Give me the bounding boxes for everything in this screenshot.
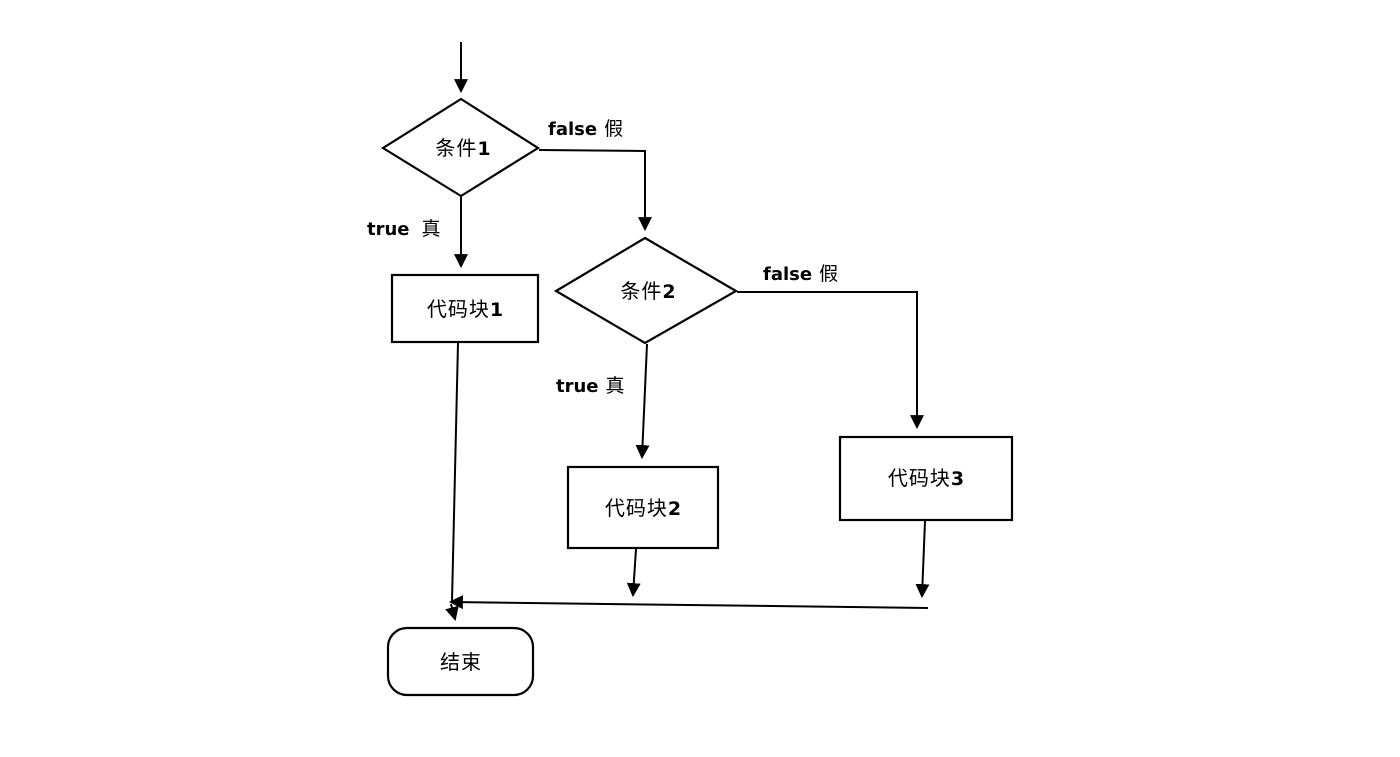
cond1-false-label-zh: 假 — [604, 119, 624, 140]
edge-block2-down — [626, 548, 641, 598]
edge-cond2-true-to-block2 — [635, 343, 650, 460]
edge-merge-to-end — [445, 603, 459, 622]
block2-rect — [566, 465, 720, 550]
cond1-label-text: 条件 — [435, 138, 478, 160]
cond2-false-label-en: false — [763, 264, 813, 285]
cond1-true-label-zh: 真 — [421, 219, 441, 240]
block1-rect — [390, 273, 540, 344]
cond2-true-label-en: true — [556, 376, 599, 397]
cond2-diamond — [553, 236, 739, 345]
cond2-label-text: 条件 — [620, 281, 663, 303]
end-label: 结束 — [440, 653, 482, 673]
block3-rect — [838, 435, 1014, 522]
block2-label-text: 代码块 — [604, 498, 668, 520]
cond1-true-label: true 真 — [367, 219, 441, 242]
block1-label-text: 代码块 — [426, 299, 490, 321]
cond1-false-label-en: false — [548, 119, 598, 140]
cond1-label: 条件1 — [435, 139, 490, 159]
block3-label-text: 代码块 — [887, 468, 951, 490]
end-label-text: 结束 — [440, 652, 482, 674]
edge-cond2-false-to-block3 — [737, 291, 924, 430]
cond2-false-label: false 假 — [763, 264, 838, 287]
edge-merge-horizontal — [448, 595, 929, 610]
block2-label: 代码块2 — [605, 499, 681, 519]
block3-label: 代码块3 — [888, 469, 964, 489]
block1-label-num: 1 — [489, 299, 504, 321]
cond2-label: 条件2 — [620, 282, 675, 302]
cond2-false-label-zh: 假 — [819, 264, 839, 285]
cond2-true-label: true 真 — [556, 376, 625, 399]
block3-label-num: 3 — [950, 468, 965, 490]
edge-cond1-false-to-cond2 — [538, 149, 652, 232]
edge-block3-down — [915, 520, 930, 599]
cond1-false-label: false 假 — [548, 119, 623, 142]
block1-label: 代码块1 — [427, 300, 503, 320]
end-rounded-rect — [386, 626, 535, 697]
cond1-label-num: 1 — [477, 138, 491, 160]
block2-label-num: 2 — [667, 498, 682, 520]
cond2-label-num: 2 — [662, 281, 676, 303]
cond2-true-label-zh: 真 — [605, 376, 625, 397]
edge-block1-down — [451, 342, 459, 602]
cond1-diamond — [380, 97, 541, 198]
cond1-true-label-en: true — [367, 219, 410, 240]
